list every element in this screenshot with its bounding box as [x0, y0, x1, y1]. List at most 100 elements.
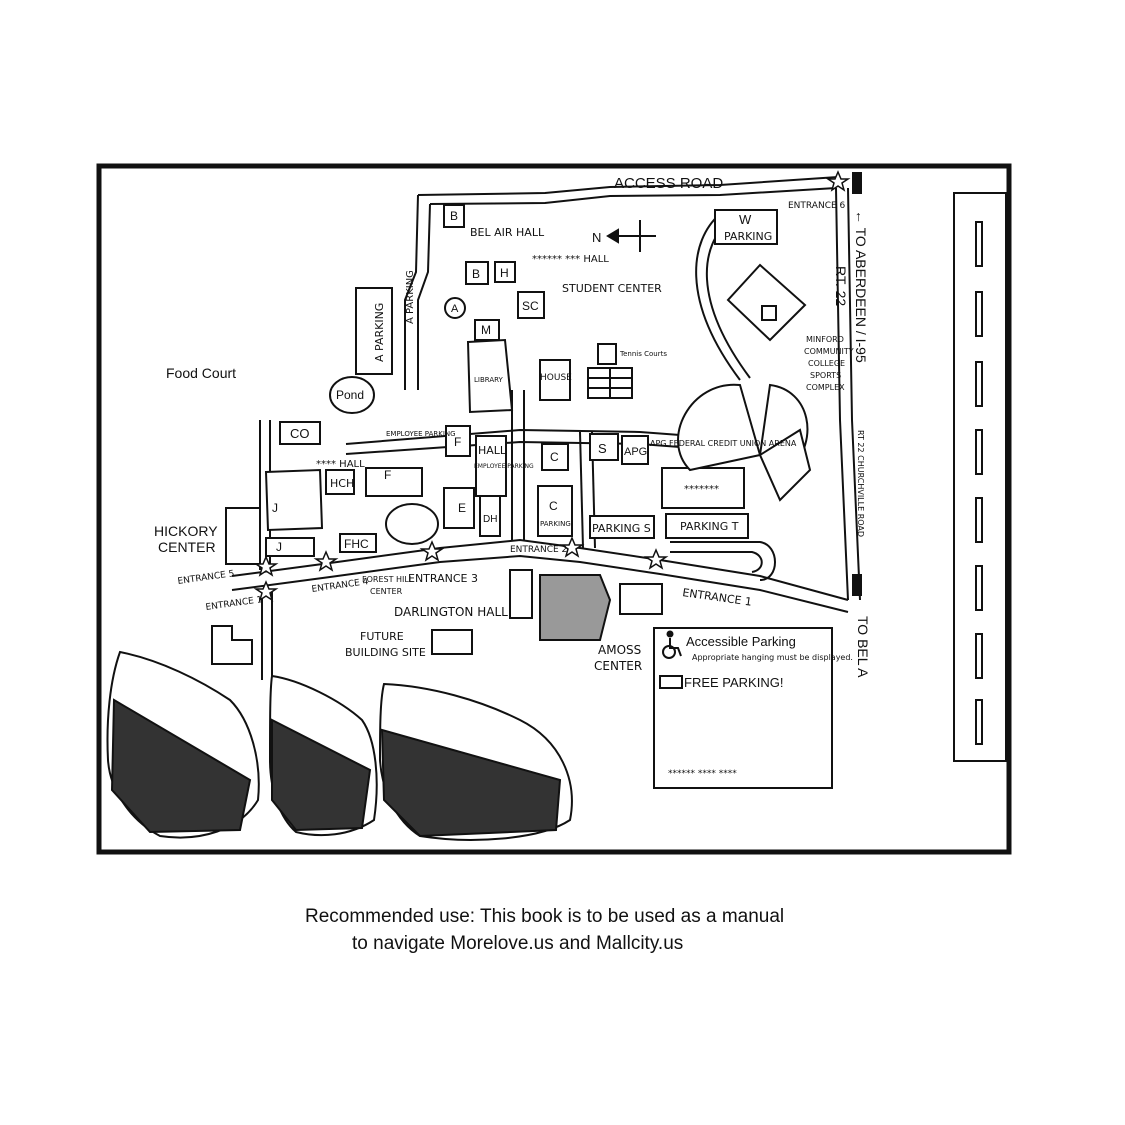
rt22-label: RT. 22: [833, 266, 849, 306]
c-top-label: C: [550, 450, 559, 464]
c-parking-label: PARKING: [540, 520, 571, 528]
a-parking-2-label: A PARKING: [405, 270, 416, 324]
parking-s-lot: [589, 515, 655, 539]
f-label: F: [384, 468, 391, 482]
apg-label: APG: [624, 446, 647, 458]
star-icon: [419, 540, 445, 562]
fhc-label: FHC: [344, 537, 369, 551]
parking-t-label: PARKING T: [680, 520, 739, 533]
student-center-label: STUDENT CENTER: [562, 282, 662, 295]
library-outline: [466, 338, 514, 414]
hall-top-label: ****** *** HALL: [532, 254, 609, 265]
compass-arrow-icon: [606, 220, 656, 252]
star-icon: [253, 580, 279, 602]
star-icon: [313, 550, 339, 572]
building-c-mid: [537, 485, 573, 537]
bel-air-b-label: B: [472, 267, 480, 281]
building-j-upper: [264, 468, 324, 532]
darlington-block: [431, 629, 473, 655]
legend-footer-stars: ****** **** ****: [668, 769, 737, 779]
building-a-parking: [355, 287, 393, 375]
a-parking-1-label: A PARKING: [373, 303, 386, 362]
access-road-label: ACCESS ROAD: [614, 175, 723, 192]
buildings: [211, 204, 778, 665]
house-outline: [539, 359, 571, 401]
caption-line-2: to navigate Morelove.us and Mallcity.us: [352, 933, 684, 954]
building-apg: [621, 435, 649, 465]
entrance-stars: [253, 170, 851, 602]
food-court-label: Food Court: [166, 365, 236, 381]
caption-line-1: Recommended use: This book is to be used…: [305, 906, 785, 927]
entrance-2-label: ENTRANCE 2: [510, 545, 567, 555]
to-bel-a-label: TO BEL A: [855, 616, 871, 678]
hall-hch-label: **** HALL: [316, 459, 365, 470]
building-f: [365, 467, 423, 497]
building-sc: [517, 291, 545, 319]
apg-arena-label: APG FEDERAL CREDIT UNION ARENA: [650, 439, 797, 448]
compass-n-label: N: [592, 230, 601, 245]
thumbnail-maps: [106, 650, 573, 841]
bel-air-hall-label: BEL AIR HALL: [470, 226, 545, 239]
w-parking-label: PARKING: [724, 230, 772, 243]
hickory-center-label: HICKORY CENTER: [154, 523, 221, 555]
sports-complex-label: MINFORD COMMUNITY COLLEGE SPORTS COMPLEX: [804, 335, 856, 392]
a-label: A: [451, 303, 459, 315]
churchville-label: RT 22 CHURCHVILLE ROAD: [856, 430, 865, 537]
amoss-center: [539, 574, 612, 641]
bel-air-h-label: H: [500, 266, 509, 280]
side-ladder-panel: [953, 192, 1007, 762]
building-s: [589, 433, 619, 461]
emp-parking-small-label: EMPLOYEE PARKING: [474, 463, 534, 470]
hickory-line-2: CENTER: [158, 539, 216, 555]
star-icon: [643, 548, 669, 570]
tennis-courts-label: Tennis Courts: [619, 350, 667, 358]
building-c-top: [541, 443, 569, 471]
building-a: [444, 297, 466, 319]
employee-parking-label: EMPLOYEE PARKING: [386, 430, 456, 438]
building-f-hall: [445, 425, 471, 457]
w-parking-box: [714, 209, 778, 245]
accessible-parking-note: Appropriate hanging must be displayed.: [692, 653, 853, 662]
j-upper-label: J: [272, 501, 278, 515]
to-aberdeen-label: ← TO ABERDEEN / I-95: [853, 210, 869, 363]
building-b-top-label: B: [450, 209, 458, 223]
building-fhc: [339, 533, 377, 553]
building-e: [443, 487, 475, 529]
pond-label: Pond: [336, 388, 364, 402]
legend-box: [653, 627, 833, 789]
hickory-center: [225, 507, 261, 565]
star-icon: [559, 536, 585, 558]
accessible-parking-title: Accessible Parking: [686, 634, 796, 649]
building-co: [279, 421, 321, 445]
j-lower-label: J: [276, 540, 282, 554]
traffic-light-icon: [852, 172, 862, 596]
s-label: S: [598, 441, 607, 456]
free-parking-label: FREE PARKING!: [684, 675, 783, 690]
f-hall-label: F: [454, 435, 461, 449]
m-label: M: [481, 323, 491, 337]
c-mid-label: C: [549, 499, 558, 513]
wheelchair-icon: [662, 630, 682, 659]
hall-f-label: HALL: [478, 444, 507, 457]
oval-field: [385, 503, 439, 545]
library-label: LIBRARY: [474, 376, 504, 384]
dh-label: DH: [483, 514, 497, 525]
sc-label: SC: [522, 299, 539, 313]
forest-hill-label: FOREST HILL CENTER: [362, 575, 416, 596]
w-parking-w-label: W: [739, 212, 752, 227]
amoss-center-label: AMOSS CENTER: [594, 643, 645, 673]
e-label: E: [458, 501, 466, 515]
building-j-lower: [265, 537, 315, 557]
house-label: HOUSE: [540, 373, 572, 383]
future-building-site: [211, 625, 253, 665]
baseball-field: [726, 263, 807, 342]
parking-s-label: PARKING S: [592, 522, 651, 535]
pond: [329, 376, 375, 414]
building-dh: [479, 495, 501, 537]
hickory-line-1: HICKORY: [154, 523, 218, 539]
parking-t-lot: [665, 513, 749, 539]
free-parking-swatch: [659, 675, 683, 689]
co-label: CO: [290, 426, 310, 441]
building-b-top: [443, 204, 465, 228]
